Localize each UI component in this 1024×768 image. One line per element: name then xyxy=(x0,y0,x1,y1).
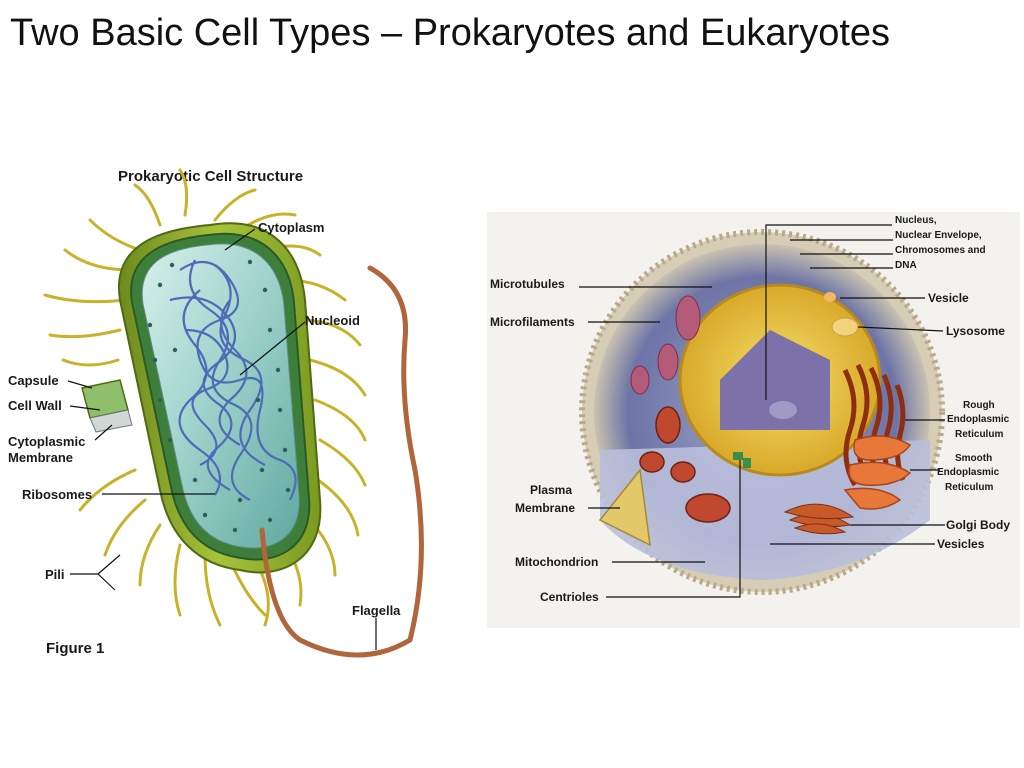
label-rough-er-2: Endoplasmic xyxy=(947,414,1010,425)
figure-caption: Figure 1 xyxy=(46,640,104,657)
label-rough-er-1: Rough xyxy=(963,400,995,411)
eukaryote-leaders xyxy=(579,224,945,598)
pili-leader xyxy=(70,554,121,591)
label-smooth-er-2: Endoplasmic xyxy=(937,467,1000,478)
nucleus-interior xyxy=(720,330,830,430)
label-mitochondrion: Mitochondrion xyxy=(515,555,598,569)
label-smooth-er-3: Reticulum xyxy=(945,482,993,493)
label-cytoplasmic-membrane-1: Cytoplasmic xyxy=(8,434,85,449)
label-nucleus-3: Chromosomes and xyxy=(895,245,986,256)
plasma-membrane-wedge xyxy=(598,468,651,547)
label-vesicle: Vesicle xyxy=(928,291,969,305)
label-vesicles: Vesicles xyxy=(937,537,985,551)
ribosome-dots xyxy=(147,259,291,533)
label-plasma-membrane-1: Plasma xyxy=(530,483,572,497)
label-nucleus-2: Nuclear Envelope, xyxy=(895,230,982,241)
golgi-body xyxy=(783,503,855,535)
nucleolus xyxy=(769,401,797,419)
label-golgi-body: Golgi Body xyxy=(946,518,1010,532)
nucleoid-leader xyxy=(239,321,306,376)
nucleoid-dna xyxy=(169,259,297,501)
capsule-leader xyxy=(67,380,93,389)
label-ribosomes: Ribosomes xyxy=(22,487,92,502)
cytoplasm-leader xyxy=(224,228,256,251)
slide-title: Two Basic Cell Types – Prokaryotes and E… xyxy=(10,12,891,54)
label-nucleus-4: DNA xyxy=(895,260,917,271)
label-cytoplasm: Cytoplasm xyxy=(258,220,324,235)
smooth-er xyxy=(843,435,912,510)
label-smooth-er-1: Smooth xyxy=(955,453,992,464)
pili-strands xyxy=(43,168,367,627)
centrioles-shape xyxy=(733,452,751,468)
membrane-leader xyxy=(94,424,113,441)
cell-wall-leader xyxy=(69,405,101,411)
label-lysosome: Lysosome xyxy=(946,324,1005,338)
prokaryote-heading: Prokaryotic Cell Structure xyxy=(118,168,303,185)
label-microtubules: Microtubules xyxy=(490,277,565,291)
vesicle-shape xyxy=(824,292,836,302)
mitochondria xyxy=(639,406,731,523)
prokaryote-diagram: Prokaryotic Cell Structure xyxy=(8,168,424,658)
label-nucleoid: Nucleoid xyxy=(305,313,360,328)
label-plasma-membrane-2: Membrane xyxy=(515,501,575,515)
flagellum xyxy=(259,265,424,658)
label-nucleus-1: Nucleus, xyxy=(895,215,937,226)
label-capsule: Capsule xyxy=(8,373,59,388)
microfilament-shapes xyxy=(630,295,701,395)
membrane-cutaway xyxy=(89,409,133,433)
label-cell-wall: Cell Wall xyxy=(8,398,62,413)
label-rough-er-3: Reticulum xyxy=(955,429,1003,440)
label-microfilaments: Microfilaments xyxy=(490,315,575,329)
lysosome-shape xyxy=(831,317,859,337)
eukaryote-diagram: Nucleus, Nuclear Envelope, Chromosomes a… xyxy=(487,212,1020,628)
label-cytoplasmic-membrane-2: Membrane xyxy=(8,450,73,465)
label-centrioles: Centrioles xyxy=(540,590,599,604)
label-flagella: Flagella xyxy=(352,603,401,618)
label-pili: Pili xyxy=(45,567,65,582)
